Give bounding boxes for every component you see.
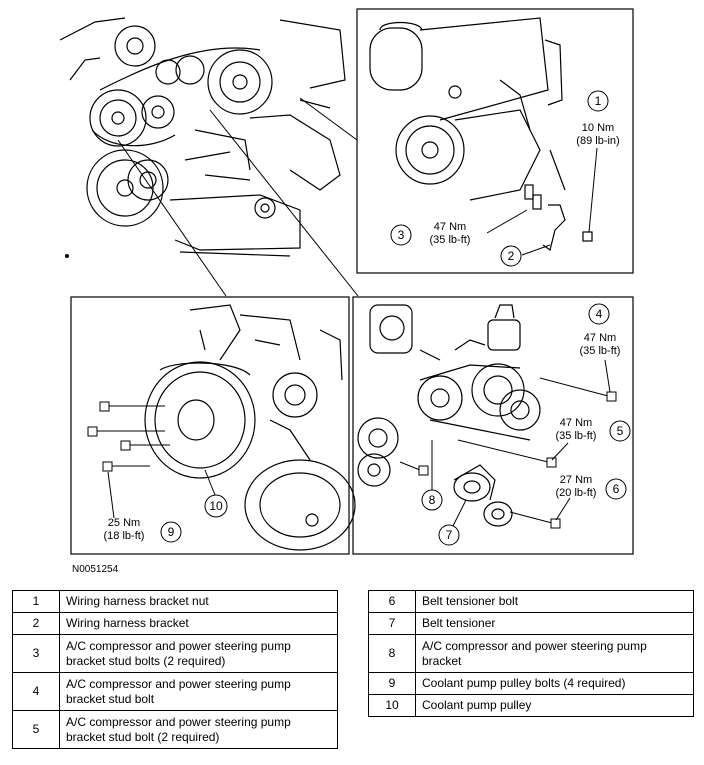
callout-7: 7 bbox=[438, 524, 460, 546]
svg-text:10: 10 bbox=[209, 499, 223, 513]
legend-num: 3 bbox=[12, 634, 60, 673]
table-row: 5 A/C compressor and power steering pump… bbox=[12, 710, 338, 749]
legend-desc: Coolant pump pulley bolts (4 required) bbox=[415, 672, 694, 695]
legend-table-right: 6 Belt tensioner bolt 7 Belt tensioner 8… bbox=[368, 590, 694, 717]
svg-text:47 Nm: 47 Nm bbox=[560, 417, 592, 429]
legend-num: 8 bbox=[368, 634, 416, 673]
compressor-tensioner-drawing bbox=[357, 304, 541, 527]
svg-text:7: 7 bbox=[446, 528, 453, 542]
callout-10: 10 bbox=[204, 494, 228, 518]
legend-num: 4 bbox=[12, 672, 60, 711]
svg-text:2: 2 bbox=[508, 249, 515, 263]
table-row: 4 A/C compressor and power steering pump… bbox=[12, 672, 338, 711]
table-row: 9 Coolant pump pulley bolts (4 required) bbox=[368, 672, 694, 695]
legend-desc: Coolant pump pulley bbox=[415, 694, 694, 717]
figure-reference-code: N0051254 bbox=[72, 564, 119, 575]
callout-4: 4 47 Nm (35 lb-ft) bbox=[580, 303, 621, 357]
detail-box-bottom-left bbox=[70, 296, 350, 555]
bracket-bolts bbox=[399, 377, 617, 529]
svg-text:9: 9 bbox=[168, 525, 175, 539]
leader-4 bbox=[604, 359, 611, 393]
svg-text:(20 lb-ft): (20 lb-ft) bbox=[556, 487, 597, 499]
coolant-pump-drawing bbox=[144, 304, 356, 551]
callout-5: 47 Nm (35 lb-ft) 5 bbox=[556, 417, 631, 442]
table-row: 10 Coolant pump pulley bbox=[368, 694, 694, 717]
legend-table-left: 1 Wiring harness bracket nut 2 Wiring ha… bbox=[12, 590, 338, 749]
table-row: 7 Belt tensioner bbox=[368, 612, 694, 635]
leader-6 bbox=[555, 497, 571, 521]
legend-num: 2 bbox=[12, 612, 60, 635]
leader-2 bbox=[521, 244, 551, 256]
table-row: 2 Wiring harness bracket bbox=[12, 612, 338, 635]
svg-text:6: 6 bbox=[613, 482, 620, 496]
legend-desc: Wiring harness bracket bbox=[59, 612, 338, 635]
legend-num: 9 bbox=[368, 672, 416, 695]
svg-text:(35 lb-ft): (35 lb-ft) bbox=[556, 430, 597, 442]
svg-text:47 Nm: 47 Nm bbox=[584, 332, 616, 344]
leader-7 bbox=[451, 499, 467, 529]
legend-desc: Belt tensioner bbox=[415, 612, 694, 635]
legend-num: 5 bbox=[12, 710, 60, 749]
compressor-bracket-drawing bbox=[369, 17, 593, 252]
svg-text:10 Nm: 10 Nm bbox=[582, 122, 614, 134]
leader-10 bbox=[204, 469, 216, 496]
leader-3 bbox=[486, 209, 528, 234]
svg-text:3: 3 bbox=[398, 228, 405, 242]
view-connector-lines bbox=[117, 97, 359, 297]
table-row: 8 A/C compressor and power steering pump… bbox=[368, 634, 694, 673]
table-row: 6 Belt tensioner bolt bbox=[368, 590, 694, 613]
svg-text:1: 1 bbox=[595, 94, 602, 108]
legend-num: 10 bbox=[368, 694, 416, 717]
legend-desc: A/C compressor and power steering pump b… bbox=[415, 634, 694, 673]
legend-num: 1 bbox=[12, 590, 60, 613]
leader-5 bbox=[551, 442, 569, 461]
svg-text:25 Nm: 25 Nm bbox=[108, 517, 140, 529]
table-row: 1 Wiring harness bracket nut bbox=[12, 590, 338, 613]
callout-3: 3 47 Nm (35 lb-ft) bbox=[390, 221, 471, 246]
svg-text:8: 8 bbox=[429, 493, 436, 507]
detail-box-bottom-right bbox=[352, 296, 634, 555]
legend-num: 6 bbox=[368, 590, 416, 613]
svg-text:(35 lb-ft): (35 lb-ft) bbox=[580, 345, 621, 357]
svg-text:(35 lb-ft): (35 lb-ft) bbox=[430, 234, 471, 246]
legend-num: 7 bbox=[368, 612, 416, 635]
callout-6: 27 Nm (20 lb-ft) 6 bbox=[556, 474, 627, 500]
svg-text:27 Nm: 27 Nm bbox=[560, 474, 592, 486]
table-row: 3 A/C compressor and power steering pump… bbox=[12, 634, 338, 673]
callout-1: 1 10 Nm (89 lb-in) bbox=[576, 90, 620, 147]
exploded-view-diagram: 1 10 Nm (89 lb-in) 3 47 Nm (35 lb-ft) 2 bbox=[59, 8, 634, 555]
detail-box-top-right bbox=[356, 8, 634, 274]
legend-desc: A/C compressor and power steering pump b… bbox=[59, 634, 338, 673]
callout-8: 8 bbox=[421, 489, 443, 511]
marker-dot bbox=[65, 254, 69, 258]
callout-2: 2 bbox=[500, 245, 522, 267]
engine-front-overview bbox=[59, 17, 346, 257]
legend-desc: A/C compressor and power steering pump b… bbox=[59, 672, 338, 711]
legend-desc: Wiring harness bracket nut bbox=[59, 590, 338, 613]
svg-text:(18 lb-ft): (18 lb-ft) bbox=[104, 530, 145, 542]
svg-text:(89 lb-in): (89 lb-in) bbox=[576, 135, 619, 147]
legend-desc: Belt tensioner bolt bbox=[415, 590, 694, 613]
leader-1 bbox=[588, 147, 598, 233]
svg-text:47 Nm: 47 Nm bbox=[434, 221, 466, 233]
coolant-pulley-bolts bbox=[87, 401, 170, 472]
leader-9 bbox=[107, 471, 115, 519]
callout-9: 25 Nm (18 lb-ft) 9 bbox=[104, 517, 182, 543]
svg-text:5: 5 bbox=[617, 424, 624, 438]
svg-text:4: 4 bbox=[596, 307, 603, 321]
legend-desc: A/C compressor and power steering pump b… bbox=[59, 710, 338, 749]
